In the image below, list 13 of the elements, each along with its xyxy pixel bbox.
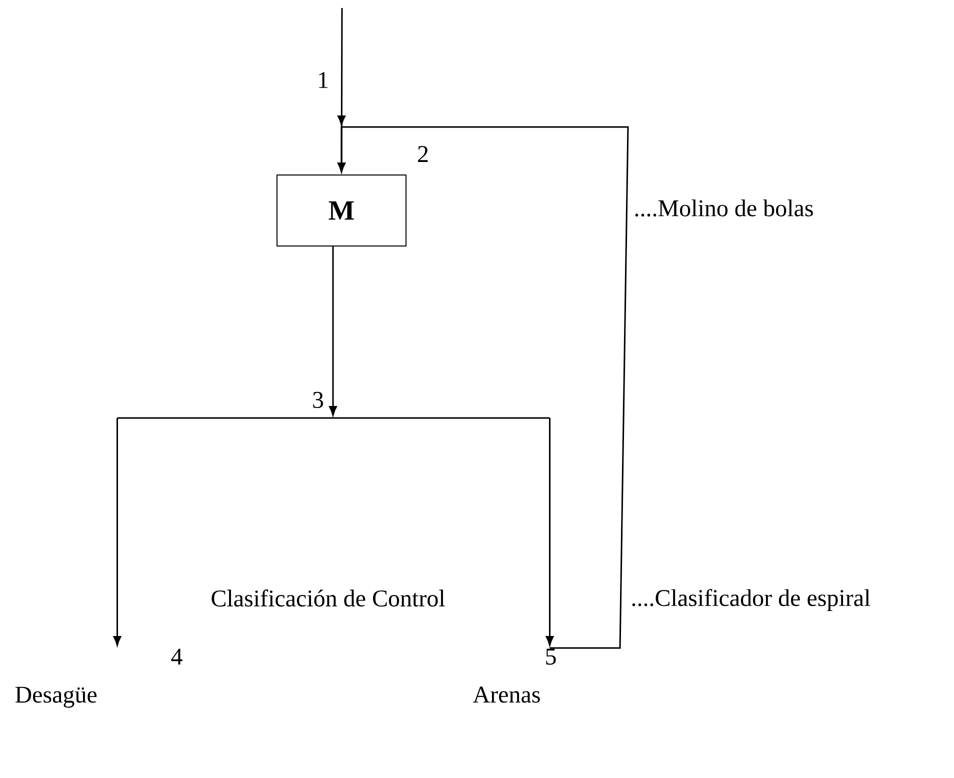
arrow xyxy=(546,418,554,646)
process-box: M xyxy=(276,174,406,246)
annotation-text: ....Molino de bolas xyxy=(635,200,813,216)
outlet-label: 5 Arenas xyxy=(473,648,556,703)
stream-number: 3 xyxy=(313,392,324,408)
arrow xyxy=(113,418,122,646)
stream-number: 1 xyxy=(319,72,328,88)
annotation-text: Clasificación de Control xyxy=(212,589,445,607)
stream-number: 2 xyxy=(418,146,428,162)
outlet-label: 4 Desagüe xyxy=(15,648,182,708)
annotation-text: ....Clasificador de espiral xyxy=(632,589,870,611)
arrow xyxy=(329,246,337,416)
arrow xyxy=(338,116,629,649)
